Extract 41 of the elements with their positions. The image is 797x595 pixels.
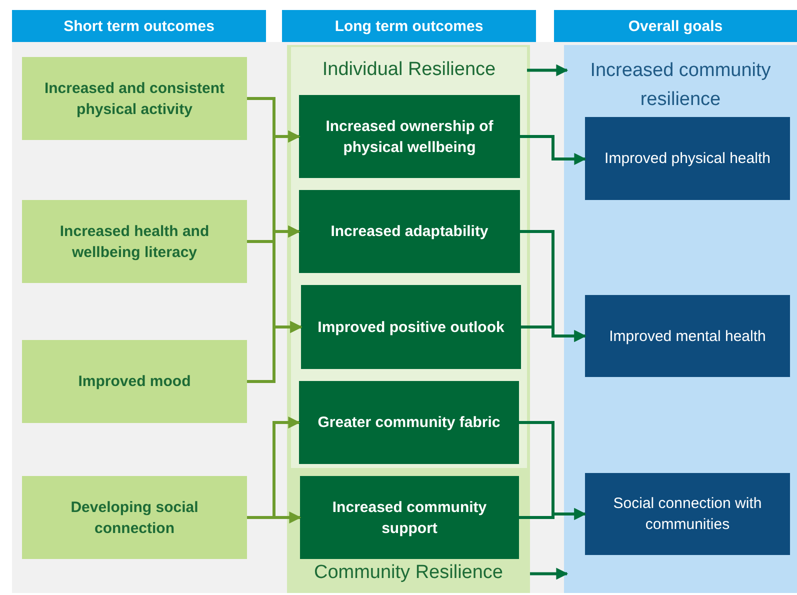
connector-arrow	[520, 135, 586, 165]
outcome-box	[22, 476, 247, 559]
outcome-box	[299, 381, 519, 464]
outcome-box	[301, 285, 521, 369]
label-text: Social connection with communities	[612, 494, 763, 535]
goal-box	[585, 295, 790, 377]
column-header	[282, 10, 536, 42]
goals-panel	[564, 45, 797, 593]
goal-box	[585, 473, 790, 555]
goal-box	[585, 117, 790, 200]
outcome-box	[22, 340, 247, 423]
connector-arrow	[530, 568, 568, 580]
label-text: Developing social connection	[70, 498, 200, 538]
band	[291, 47, 527, 468]
label-text: Increased and consistent physical activity	[43, 78, 226, 120]
label-text: Improved mental health	[609, 326, 766, 346]
outcome-box	[300, 476, 519, 559]
connector-arrow	[519, 508, 586, 520]
label-text: Short term outcomes	[64, 16, 214, 36]
label-text: Increased health and wellbeing literacy	[58, 222, 210, 262]
outcome-box	[22, 200, 247, 283]
group-heading: Increased community resilience	[589, 59, 772, 112]
label-text: Improved positive outlook	[318, 318, 504, 338]
outcome-box	[299, 95, 520, 178]
column-header	[12, 10, 266, 42]
connector-arrow	[521, 326, 586, 342]
label-text: Overall goals	[628, 16, 723, 36]
label-text: Improved mood	[78, 372, 191, 392]
label-text: Improved physical health	[604, 149, 770, 169]
label-text: Increased adaptability	[330, 222, 488, 242]
label-text: Increased ownership of physical wellbeing	[324, 116, 494, 158]
label-text: Long term outcomes	[334, 16, 484, 36]
column-header	[554, 10, 797, 42]
outcome-box	[299, 190, 520, 273]
connector-arrow	[527, 64, 568, 76]
outcome-box	[22, 57, 247, 140]
label-text: Greater community fabric	[318, 413, 500, 433]
group-heading: Individual Resilience	[322, 58, 496, 82]
label-text: Increased community support	[331, 498, 488, 538]
band	[287, 45, 530, 593]
group-heading: Community Resilience	[314, 561, 503, 586]
